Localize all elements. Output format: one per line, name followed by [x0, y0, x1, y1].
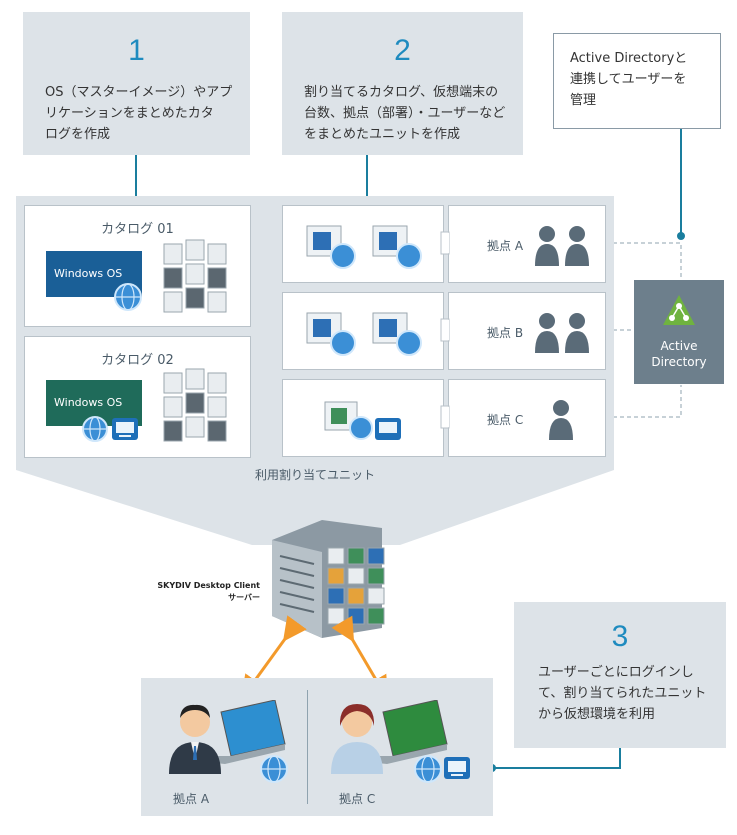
- server-label-line2: サーバー: [228, 593, 260, 602]
- location-a-label: 拠点 A: [487, 239, 524, 253]
- location-c-box: 拠点 C: [448, 379, 606, 457]
- unit-caption: 利用割り当てユニット: [254, 468, 375, 482]
- app-cube-icon: [163, 239, 227, 313]
- globe-icon: [260, 755, 288, 783]
- location-b-label: 拠点 B: [487, 326, 524, 340]
- users-icon: [535, 226, 589, 266]
- server-icon: [272, 520, 385, 638]
- client-a-label: 拠点 A: [173, 792, 210, 806]
- step1-text: OS（マスターイメージ）やアプ リケーションをまとめたカタ ログを作成: [45, 85, 233, 142]
- client-panel: 拠点 A 拠点 C: [141, 678, 493, 816]
- globe-icon: [114, 283, 142, 311]
- connector-step3: [494, 748, 621, 769]
- user-female-laptop-icon: [331, 700, 448, 774]
- active-directory-icon: [663, 295, 695, 325]
- catalog-01-title: カタログ 01: [101, 222, 174, 237]
- unit-b-vms: [282, 292, 444, 370]
- active-directory-label-2: Directory: [651, 355, 707, 369]
- virtual-desktop-icon: [306, 225, 356, 269]
- dash-ad-c: [606, 385, 682, 418]
- location-c-label: 拠点 C: [487, 413, 524, 427]
- users-icon: [535, 313, 589, 353]
- active-directory-box: Active Directory: [634, 280, 724, 384]
- virtual-desktop-icon: [372, 312, 422, 356]
- step2-box: 2 割り当てるカタログ、仮想端末の 台数、拠点（部署）・ユーザーなど をまとめた…: [282, 12, 523, 155]
- step2-number: 2: [394, 34, 411, 67]
- user-male-laptop-icon: [169, 700, 286, 774]
- desktop-icon: [112, 418, 138, 440]
- server-label: SKYDIV Desktop Client サーバー: [120, 580, 260, 604]
- step1-box: 1 OS（マスターイメージ）やアプ リケーションをまとめたカタ ログを作成: [23, 12, 250, 155]
- catalog-02-title: カタログ 02: [101, 353, 174, 368]
- unit-a-vms: [282, 205, 444, 283]
- catalog-02-box: カタログ 02 Windows OS: [24, 336, 251, 458]
- globe-icon: [82, 416, 108, 442]
- user-icon: [549, 400, 573, 440]
- virtual-desktop-icon: [306, 312, 356, 356]
- location-b-box: 拠点 B: [448, 292, 606, 370]
- location-a-box: 拠点 A: [448, 205, 606, 283]
- ad-note-text: Active Directoryと 連携してユーザーを 管理: [570, 51, 688, 108]
- step1-number: 1: [128, 34, 145, 67]
- unit-c-vms: [282, 379, 444, 457]
- client-c-label: 拠点 C: [339, 792, 376, 806]
- virtual-desktop-icon: [372, 225, 422, 269]
- windows-os-label-01: Windows OS: [54, 267, 123, 280]
- virtual-desktop-icon: [324, 401, 401, 440]
- desktop-icon: [444, 757, 470, 779]
- step3-text: ユーザーごとにログインし て、割り当てられたユニット から仮想環境を利用: [538, 665, 707, 722]
- step3-box: 3 ユーザーごとにログインし て、割り当てられたユニット から仮想環境を利用: [514, 602, 726, 748]
- windows-os-label-02: Windows OS: [54, 396, 123, 409]
- client-divider: [307, 690, 308, 804]
- step3-number: 3: [611, 620, 629, 653]
- ad-note-box: Active Directoryと 連携してユーザーを 管理: [553, 33, 721, 129]
- globe-icon: [414, 755, 442, 783]
- active-directory-label-1: Active: [660, 339, 698, 353]
- step2-text: 割り当てるカタログ、仮想端末の 台数、拠点（部署）・ユーザーなど をまとめたユニ…: [304, 85, 506, 142]
- app-cube-icon: [163, 368, 227, 442]
- connector-dot-ad: [677, 232, 685, 240]
- catalog-01-box: カタログ 01 Windows OS: [24, 205, 251, 327]
- server-label-line1: SKYDIV Desktop Client: [157, 581, 260, 590]
- dash-ad-a: [606, 242, 682, 279]
